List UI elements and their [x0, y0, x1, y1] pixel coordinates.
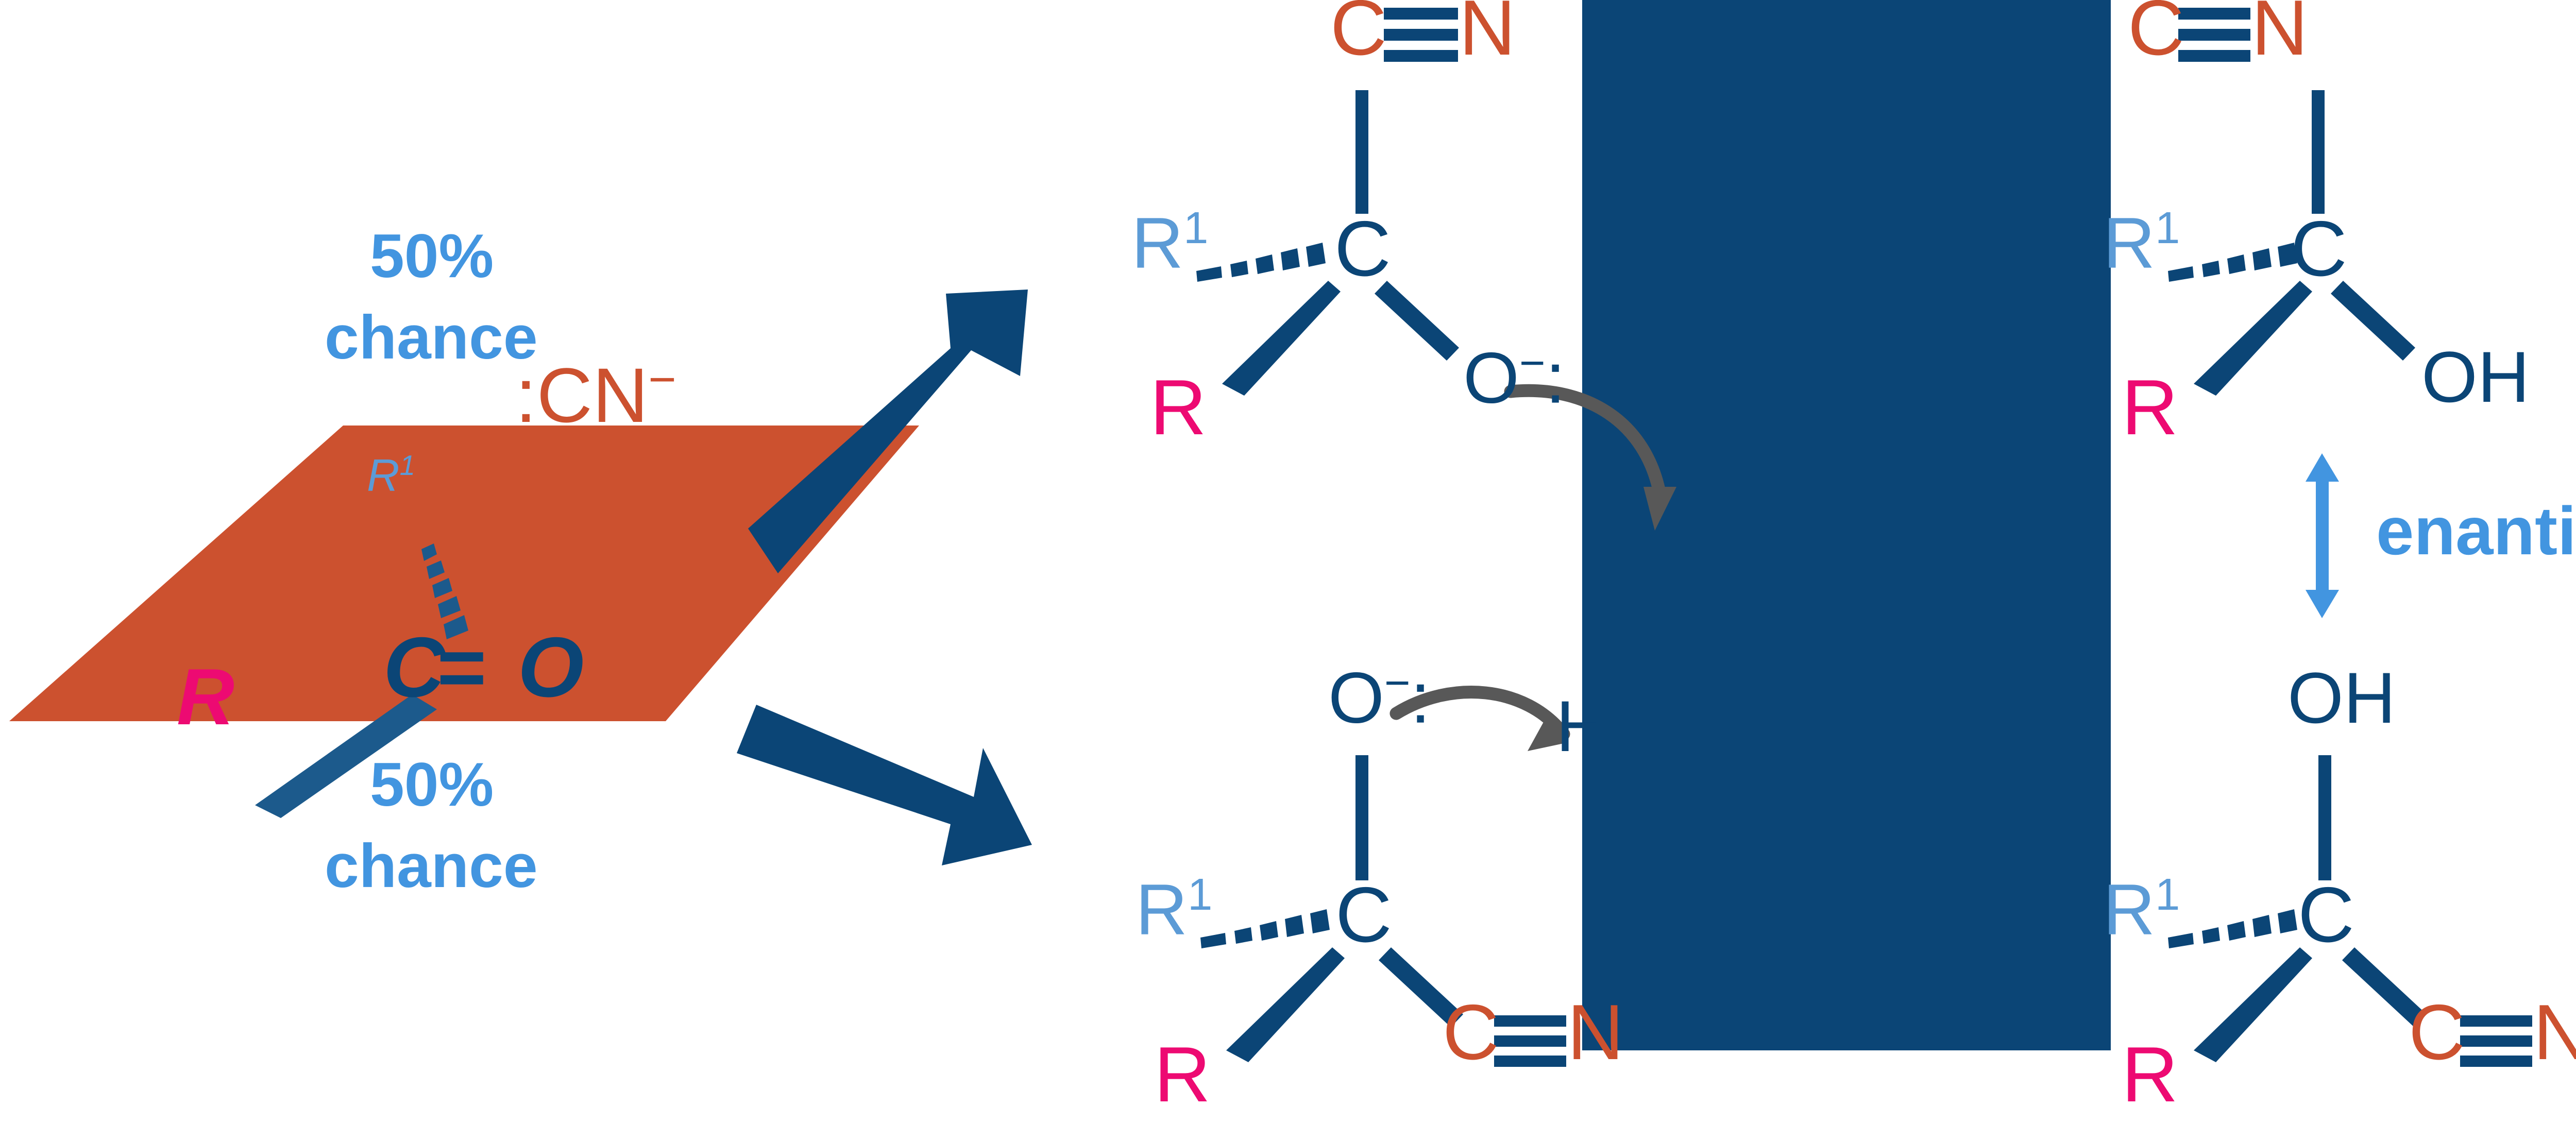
enantiomers-label: enantiomers — [2376, 493, 2576, 569]
bottom-mid-r1-text: R — [1136, 869, 1188, 950]
top-mid-cn-c: C — [1330, 0, 1387, 72]
bottom-right-r1: R1 — [2103, 870, 2180, 946]
curved-arrow-bottom-head — [1528, 720, 1566, 751]
top-mid-bond-to-o — [1375, 281, 1459, 361]
bottom-mid-o-lonepair: : — [1410, 657, 1431, 738]
plane-solid-wedge-r — [255, 694, 437, 818]
top-mid-r1-text: R — [1131, 202, 1184, 283]
top-mid-r1-sup: 1 — [1183, 203, 1209, 253]
top-right-hashed-wedge — [2168, 243, 2297, 282]
plane-carbonyl-bond: = — [435, 620, 485, 714]
top-mid-hashed-wedge — [1196, 243, 1326, 282]
bottom-mid-o-charge: − — [1384, 658, 1411, 708]
plane-r1-text: R — [367, 449, 400, 501]
top-right-cn-c: C — [2128, 0, 2184, 72]
top-right-vertical-bond — [2312, 90, 2325, 214]
curved-arrow-top — [1504, 384, 1667, 501]
top-right-r1: R1 — [2103, 206, 2180, 279]
top-right-r1-sup: 1 — [2155, 203, 2180, 253]
curved-arrow-bottom — [1389, 686, 1570, 741]
bottom-right-r: R — [2122, 1031, 2178, 1118]
top-mid-r1: R1 — [1131, 206, 1208, 279]
top-mid-o-lonepair: : — [1545, 337, 1566, 418]
bottom-mid-r: R — [1154, 1031, 1211, 1118]
top-mid-oxygen: O−: — [1463, 341, 1566, 414]
bottom-mid-proton: H — [1556, 686, 1608, 767]
top-mid-triple-bond — [1384, 8, 1458, 62]
chance-bottom-word: chance — [325, 831, 538, 900]
bottom-mid-oxygen: O−: — [1328, 658, 1431, 734]
plane-r1-sup: 1 — [399, 450, 415, 481]
reaction-arrow-down — [737, 705, 1032, 865]
bottom-right-vertical-bond — [2318, 755, 2331, 880]
bottom-mid-cn-n: N — [1567, 989, 1624, 1076]
top-right-r: R — [2122, 364, 2178, 451]
plane-r1-label: R1 — [367, 449, 415, 501]
bottom-mid-r1: R1 — [1136, 870, 1213, 946]
bottom-right-cn-c: C — [2409, 989, 2465, 1076]
top-right-center-c: C — [2291, 205, 2347, 293]
top-mid-cn-n: N — [1459, 0, 1516, 72]
top-right-solid-wedge — [2194, 281, 2312, 396]
nucleophile-charge: − — [648, 352, 676, 406]
bottom-right-hashed-wedge — [2168, 909, 2297, 948]
bottom-right-oh: OH — [2287, 657, 2396, 738]
plane-carbonyl-c: C — [383, 620, 445, 714]
top-right-r1-text: R — [2103, 202, 2156, 283]
bottom-mid-bond-to-cn — [1379, 947, 1463, 1027]
bottom-right-r1-sup: 1 — [2155, 870, 2180, 920]
bottom-mid-triple-bond — [1494, 1015, 1566, 1067]
bottom-right-bond-to-cn — [2342, 947, 2427, 1027]
bottom-mid-center-c: C — [1335, 871, 1392, 959]
top-mid-o-text: O — [1463, 337, 1519, 418]
top-mid-center-c: C — [1334, 205, 1391, 293]
nucleophile-label: :CN− — [515, 355, 676, 434]
chance-bottom-percent: 50% — [370, 750, 494, 819]
curved-arrow-top-head — [1643, 487, 1676, 531]
bottom-mid-vertical-bond — [1355, 755, 1368, 880]
reaction-arrow-up — [748, 290, 1028, 573]
top-mid-o-charge: − — [1519, 338, 1546, 388]
bottom-right-r1-text: R — [2103, 869, 2156, 950]
bottom-mid-hashed-wedge — [1200, 909, 1330, 948]
top-mid-r: R — [1150, 364, 1207, 451]
bottom-mid-r1-sup: 1 — [1188, 870, 1213, 920]
bottom-mid-cn-c: C — [1443, 989, 1499, 1076]
bottom-mid-o-text: O — [1328, 657, 1384, 738]
bottom-right-center-c: C — [2298, 871, 2354, 959]
chance-top-percent: 50% — [370, 222, 494, 291]
bottom-right-solid-wedge — [2194, 947, 2312, 1062]
bottom-right-cn-n: N — [2533, 989, 2576, 1076]
top-mid-solid-wedge — [1222, 281, 1341, 396]
plane-hashed-wedge-r1 — [421, 543, 468, 639]
carbonyl-plane — [9, 426, 919, 721]
navy-panel — [1582, 0, 2111, 1050]
top-mid-vertical-bond — [1355, 90, 1368, 214]
plane-r-label: R — [177, 652, 234, 741]
chance-top-word: chance — [325, 303, 538, 372]
top-right-cn-n: N — [2251, 0, 2308, 72]
bottom-right-triple-bond — [2460, 1015, 2532, 1067]
top-right-bond-to-oh — [2331, 281, 2415, 361]
bottom-mid-solid-wedge — [1226, 947, 1345, 1062]
nucleophile-text: :CN — [515, 352, 649, 438]
top-right-oh: OH — [2421, 336, 2530, 417]
top-right-triple-bond — [2178, 8, 2250, 62]
enantiomers-double-arrow — [2306, 453, 2339, 618]
plane-carbonyl-o: O — [518, 620, 584, 714]
